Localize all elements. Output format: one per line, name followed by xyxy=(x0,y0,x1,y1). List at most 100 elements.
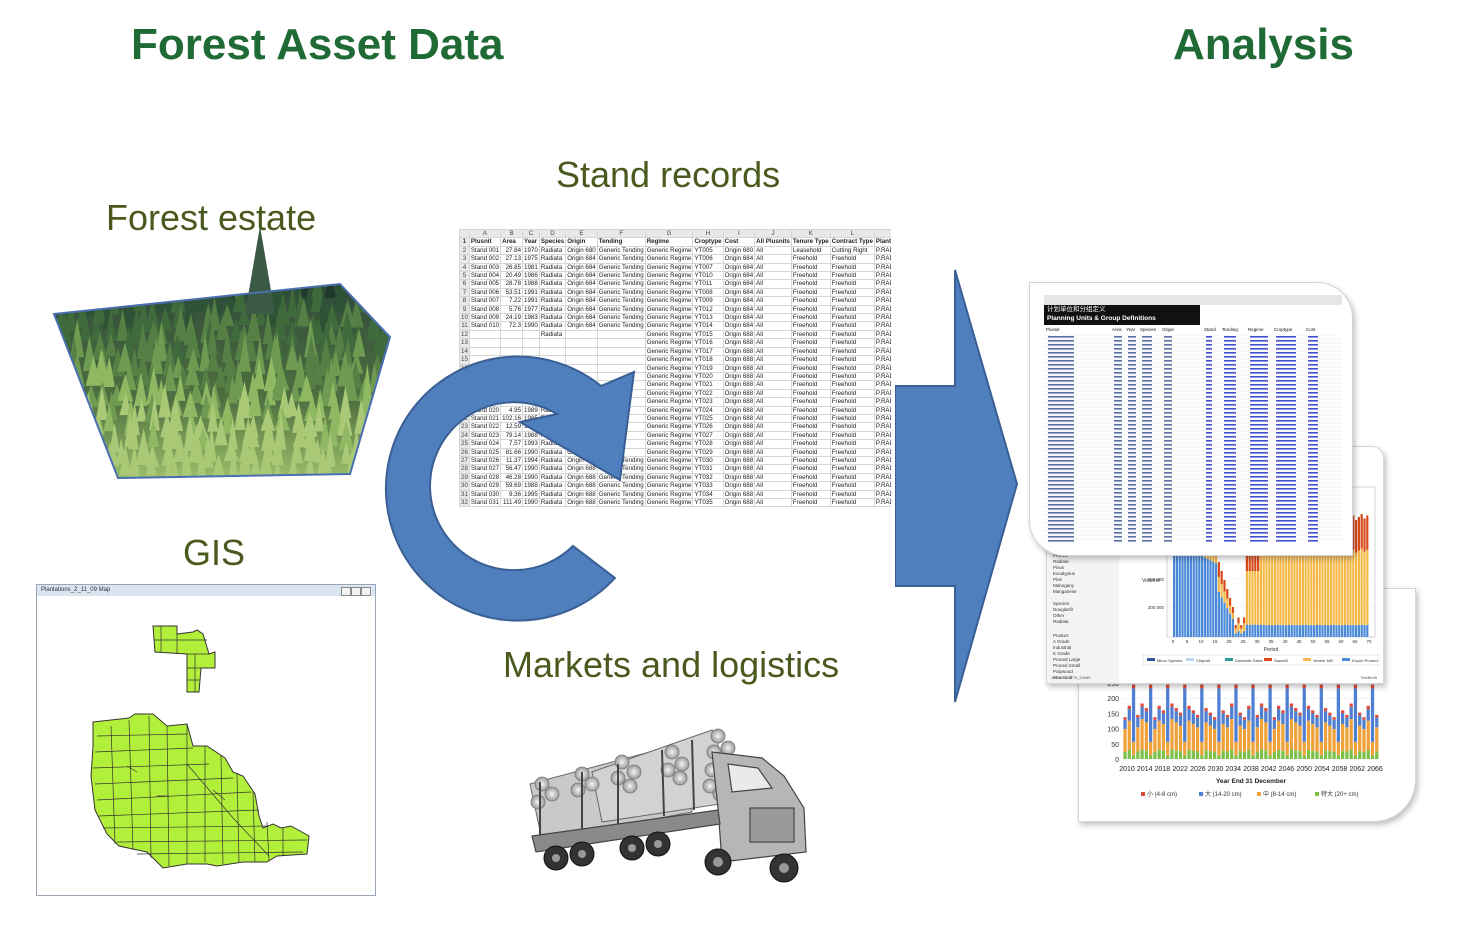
table-cell: Origin 688 xyxy=(722,430,756,441)
table-cell: Stand 004 xyxy=(468,271,502,281)
close-icon[interactable] xyxy=(361,587,371,596)
cell-text-mark xyxy=(1114,440,1122,442)
bar-segment xyxy=(1268,688,1272,742)
tree-shape xyxy=(169,412,182,449)
volume-bar-segment xyxy=(1231,613,1234,619)
bar-segment xyxy=(1221,713,1225,724)
volume-bar-segment xyxy=(1273,625,1276,637)
planning-units-title-block: 计划单位和分组定义 Planning Units & Group Definit… xyxy=(1044,305,1200,325)
cell-text-mark xyxy=(1164,520,1172,522)
cell-text-mark xyxy=(1276,380,1296,382)
bar-segment xyxy=(1127,708,1131,721)
cell-text-mark xyxy=(1142,432,1152,434)
table-cell: 1991 xyxy=(522,287,540,298)
tree-shape xyxy=(128,442,141,478)
cell-text-mark xyxy=(1128,536,1136,538)
cell-text-mark xyxy=(1206,356,1212,358)
analysis-card-top: 计划单位和分组定义 Planning Units & Group Definit… xyxy=(1029,282,1353,556)
side-label: Pine xyxy=(1053,577,1063,582)
volume-bar-segment xyxy=(1327,552,1330,626)
cell-text-mark xyxy=(1048,380,1074,382)
bar-segment xyxy=(1157,749,1161,759)
cell-text-mark xyxy=(1250,372,1268,374)
bar-segment xyxy=(1208,751,1212,759)
tree-shape xyxy=(144,297,161,333)
cell-text-mark xyxy=(1276,488,1296,490)
bar-segment xyxy=(1328,712,1332,716)
cell-text-mark xyxy=(1250,492,1268,494)
bar-segment xyxy=(1166,755,1170,759)
cell-text-mark xyxy=(1250,520,1268,522)
bar-segment xyxy=(1230,706,1234,720)
cell-text-mark xyxy=(1250,396,1268,398)
markets-and-logistics-label: Markets and logistics xyxy=(503,644,840,685)
forest-estate-image xyxy=(52,226,392,480)
cell-text-mark xyxy=(1128,444,1136,446)
table-cell: Freehold xyxy=(829,355,875,365)
table-cell: All xyxy=(754,329,792,340)
x-tick-label: 2054 xyxy=(1314,766,1330,773)
table-cell: Freehold xyxy=(829,287,875,298)
cell-text-mark xyxy=(1142,396,1152,398)
cell-text-mark xyxy=(1250,440,1268,442)
cell-text-mark xyxy=(1128,372,1136,374)
bar-segment xyxy=(1153,717,1157,720)
cell-text-mark xyxy=(1276,360,1296,362)
x-tick-label: 2058 xyxy=(1332,766,1348,773)
column-header: Origin xyxy=(565,237,598,247)
cell-text-mark xyxy=(1206,464,1212,466)
tree-shape xyxy=(285,345,300,371)
cell-text-mark xyxy=(1142,420,1152,422)
cell-text-mark xyxy=(1128,400,1136,402)
x-tick-label: 2046 xyxy=(1279,766,1295,773)
table-cell: All xyxy=(754,472,792,483)
legend-box xyxy=(1142,654,1380,666)
tree-shape xyxy=(188,423,204,463)
cell-text-mark xyxy=(1250,444,1268,446)
bar-segment xyxy=(1127,720,1131,750)
volume-bar-segment xyxy=(1329,550,1332,625)
cell-text-mark xyxy=(1276,528,1296,530)
table-cell: Freehold xyxy=(790,355,831,365)
cell-text-mark xyxy=(1048,504,1074,506)
cell-text-mark xyxy=(1142,368,1152,370)
x-tick-label: 2062 xyxy=(1349,766,1365,773)
side-label: K Grade xyxy=(1053,651,1070,656)
cell-text-mark xyxy=(1308,468,1318,470)
bar-segment xyxy=(1195,717,1200,728)
cell-text-mark xyxy=(1206,500,1212,502)
bar-segment xyxy=(1238,715,1242,726)
minimize-icon[interactable] xyxy=(341,587,351,596)
log-end xyxy=(530,794,546,810)
table-cell: Stand 008 xyxy=(468,304,502,315)
cell-text-mark xyxy=(1308,428,1318,430)
bar-segment xyxy=(1285,755,1289,759)
bar-segment xyxy=(1255,714,1259,718)
tree-shape xyxy=(349,351,364,374)
cell-text-mark xyxy=(1142,380,1152,382)
volume-bar-segment xyxy=(1268,549,1271,625)
cell-text-mark xyxy=(1128,404,1136,406)
table-cell: P.RAD xyxy=(873,455,891,466)
bar-segment xyxy=(1238,725,1242,752)
table-cell: P.RAD xyxy=(873,262,891,273)
volume-bar-segment xyxy=(1251,554,1254,571)
cell-text-mark xyxy=(1276,436,1296,438)
cell-text-mark xyxy=(1308,416,1318,418)
cell-text-mark xyxy=(1128,532,1136,534)
maximize-icon[interactable] xyxy=(351,587,361,596)
table-cell: YT031 xyxy=(692,464,724,474)
cell-text-mark xyxy=(1142,476,1152,478)
tree-shape xyxy=(188,380,204,404)
bar-segment xyxy=(1170,706,1174,720)
bar-segment xyxy=(1294,711,1298,723)
cell-text-mark xyxy=(1164,444,1172,446)
bar-segment xyxy=(1213,751,1217,759)
cell-text-mark xyxy=(1224,504,1236,506)
cell-text-mark xyxy=(1164,352,1172,354)
cell-text-mark xyxy=(1224,508,1236,510)
tree-shape xyxy=(147,416,159,448)
bar-segment xyxy=(1144,722,1148,751)
cell-text-mark xyxy=(1114,388,1122,390)
cell-text-mark xyxy=(1114,540,1122,542)
